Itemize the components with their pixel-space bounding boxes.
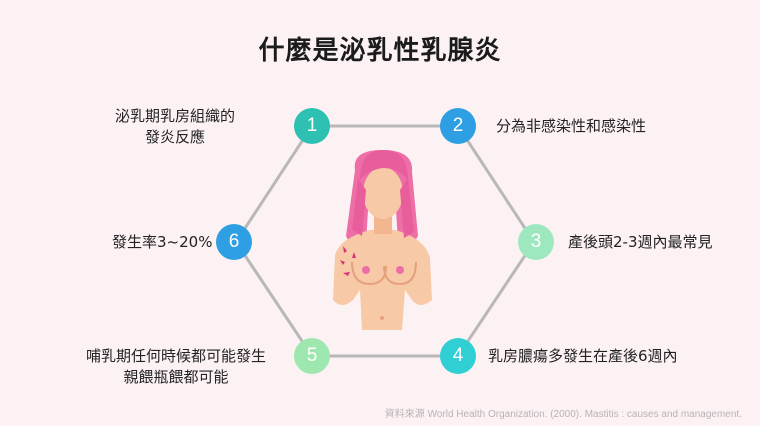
node-2: 2	[440, 108, 476, 144]
inflammation-marks	[340, 246, 356, 276]
node-5-label: 哺乳期任何時候都可能發生 親餵瓶餵都可能	[62, 346, 290, 388]
node-2-label: 分為非感染性和感染性	[496, 117, 647, 135]
node-5-label-line-2: 親餵瓶餵都可能	[123, 368, 229, 386]
navel	[380, 316, 384, 320]
node-6: 6	[216, 224, 252, 260]
node-3: 3	[518, 224, 554, 260]
breast-right	[383, 261, 417, 286]
node-3-label: 產後頭2-3週內最常見	[568, 233, 713, 251]
node-6-label: 發生率3~20%	[112, 233, 213, 251]
hair-bangs	[360, 150, 408, 180]
face	[363, 167, 403, 219]
node-1-label: 泌乳期乳房組織的 發炎反應	[80, 106, 270, 148]
source-citation: 資料來源 World Health Organization. (2000). …	[384, 409, 742, 420]
node-4-label: 乳房膿瘍多發生在產後6週內	[488, 347, 678, 365]
hair-side-left	[352, 178, 366, 236]
node-1-label-line-1: 泌乳期乳房組織的	[114, 107, 235, 125]
woman-illustration	[333, 150, 432, 330]
node-5: 5	[294, 338, 330, 374]
node-1-label-line-2: 發炎反應	[144, 128, 205, 146]
nipple-left	[362, 266, 370, 274]
page-title: 什麼是泌乳性乳腺炎	[258, 36, 502, 66]
hair-side-right	[400, 178, 414, 238]
node-4: 4	[440, 338, 476, 374]
nipple-right	[396, 266, 404, 274]
node-1: 1	[294, 108, 330, 144]
node-5-label-line-1: 哺乳期任何時候都可能發生	[85, 347, 266, 365]
